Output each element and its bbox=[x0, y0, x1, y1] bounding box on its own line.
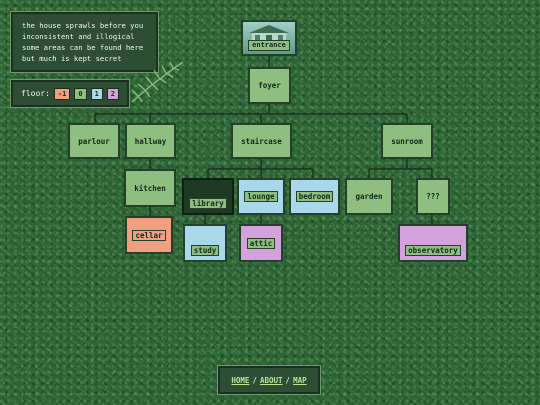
room-attic[interactable]: attic bbox=[239, 224, 283, 262]
fern-icon bbox=[131, 61, 184, 103]
room-label: attic bbox=[246, 237, 276, 249]
floor-button-1[interactable]: 1 bbox=[90, 87, 103, 100]
room-label: foyer bbox=[258, 81, 281, 90]
intro-line-4: but much is kept secret bbox=[22, 54, 122, 63]
room-lounge[interactable]: lounge bbox=[237, 178, 285, 215]
room-kitchen[interactable]: kitchen bbox=[124, 169, 176, 207]
room-label: entrance bbox=[248, 40, 290, 51]
room-study[interactable]: study bbox=[183, 224, 227, 262]
floor-selector: floor: -1 0 1 2 bbox=[10, 79, 130, 108]
room-label: bedroom bbox=[295, 191, 334, 202]
room-library[interactable]: library bbox=[182, 178, 234, 215]
room-label: sunroom bbox=[391, 136, 423, 146]
room-foyer[interactable]: foyer bbox=[248, 67, 291, 104]
intro-line-1: the house sprawls before you bbox=[22, 21, 144, 30]
room-label: garden bbox=[355, 192, 383, 201]
room-label: study bbox=[190, 245, 220, 256]
intro-line-3: some areas can be found here bbox=[22, 43, 144, 52]
intro-line-2: inconsistent and illogical bbox=[22, 32, 135, 41]
floor-button-0[interactable]: 0 bbox=[74, 87, 87, 100]
room-garden[interactable]: garden bbox=[345, 178, 393, 215]
floor-button-minus-1[interactable]: -1 bbox=[53, 87, 71, 100]
nav-link-map[interactable]: MAP bbox=[293, 375, 307, 385]
room-label: kitchen bbox=[134, 183, 166, 193]
room-label: hallway bbox=[134, 136, 167, 146]
room-label: library bbox=[189, 198, 227, 209]
room-hallway[interactable]: hallway bbox=[125, 123, 176, 159]
room-parlour[interactable]: parlour bbox=[68, 123, 120, 159]
intro-panel: the house sprawls before you inconsisten… bbox=[10, 11, 159, 73]
room-cellar[interactable]: cellar bbox=[125, 216, 173, 254]
nav-link-home[interactable]: HOME bbox=[231, 375, 250, 385]
room-staircase[interactable]: staircase bbox=[231, 123, 292, 159]
room-label: lounge bbox=[244, 191, 278, 202]
floor-label: floor: bbox=[21, 89, 50, 98]
room-label: parlour bbox=[78, 136, 110, 146]
room-label: staircase bbox=[241, 136, 282, 146]
floor-button-2[interactable]: 2 bbox=[106, 87, 119, 100]
room-observatory[interactable]: observatory bbox=[398, 224, 468, 262]
room-bedroom[interactable]: bedroom bbox=[289, 178, 340, 215]
nav-link-about[interactable]: ABOUT bbox=[259, 375, 283, 385]
room-entrance[interactable]: entrance bbox=[241, 20, 297, 56]
room-unknown[interactable]: ??? bbox=[416, 178, 450, 215]
room-label: ??? bbox=[426, 192, 440, 201]
nav-separator: / bbox=[252, 375, 257, 385]
room-label: cellar bbox=[132, 229, 166, 241]
house-icon bbox=[249, 25, 289, 44]
footer-nav: HOME / ABOUT / MAP bbox=[217, 365, 321, 395]
nav-separator: / bbox=[285, 375, 291, 385]
room-sunroom[interactable]: sunroom bbox=[381, 123, 433, 159]
room-label: observatory bbox=[405, 245, 461, 256]
